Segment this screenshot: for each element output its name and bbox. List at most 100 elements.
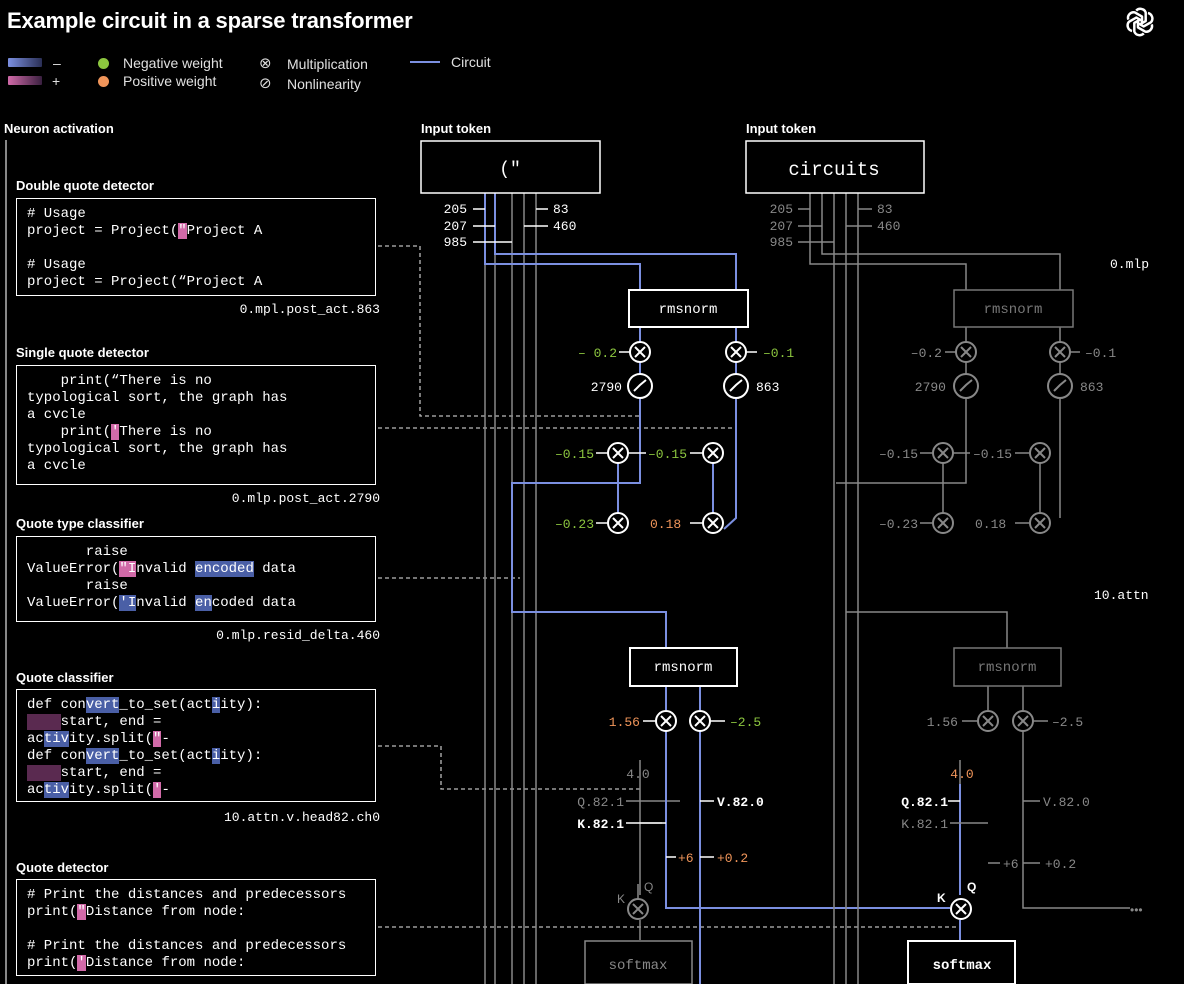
neuron-id-single-quote: 0.mlp.post_act.2790 (231, 491, 380, 506)
rmsnorm-label: rmsnorm (654, 660, 713, 676)
code-line: # Usage (27, 257, 86, 273)
weight-label: 0.18 (650, 517, 681, 532)
code-line: print("Distance from node: (27, 904, 246, 920)
weight-label: –0.2 (911, 346, 942, 361)
weight-label: 1.56 (609, 715, 640, 730)
legend-nonlinearity: Nonlinearity (287, 76, 361, 92)
rmsnorm-label: rmsnorm (659, 302, 718, 318)
activation-label: 2790 (915, 380, 946, 395)
softmax-box (907, 940, 1016, 984)
k-label: K (937, 891, 946, 905)
q-channel-label: Q.82.1 (901, 795, 948, 810)
code-sample-quote-type: raise ValueError("Invalid encoded data r… (16, 536, 376, 622)
nonlinearity-icon: ⊘ (259, 75, 272, 92)
weight-label: –2.5 (730, 715, 761, 730)
channel-label: 985 (770, 235, 793, 250)
channel-label: 83 (553, 202, 569, 217)
code-line: print(“There is no (27, 373, 212, 389)
weight-label: –0.1 (1085, 346, 1116, 361)
code-line: a cvcle (27, 407, 86, 423)
channel-label: 207 (770, 219, 793, 234)
weight-label: 1.56 (927, 715, 958, 730)
bias-label: +6 (1003, 857, 1019, 872)
q-label: Q (967, 880, 976, 894)
weight-label: 0.18 (975, 517, 1006, 532)
code-line: # Print the distances and predecessors (27, 938, 347, 954)
code-line: activity.split('- (27, 782, 170, 798)
code-line: project = Project("Project A (27, 223, 263, 239)
legend-multiplication: Multiplication (287, 56, 368, 72)
detector-title-quote-detector: Quote detector (16, 860, 109, 875)
softmax-label: softmax (609, 958, 668, 974)
channel-label: 985 (444, 235, 467, 250)
input-token-value: circuits (788, 159, 879, 181)
positive-gradient-swatch (8, 76, 42, 85)
channel-label: 207 (444, 219, 467, 234)
q-label: Q (644, 880, 653, 894)
negative-weight-dot-icon (98, 58, 109, 69)
q-channel-label: Q.82.1 (577, 795, 624, 810)
v-channel-label: V.82.0 (1043, 795, 1090, 810)
k-label: K (617, 892, 625, 906)
input-token-label: Input token (746, 121, 816, 136)
rmsnorm-box (629, 647, 738, 687)
code-sample-quote-classifier: def convert_to_set(actiity): start, end … (16, 689, 376, 802)
detector-title-quote-classifier: Quote classifier (16, 670, 114, 685)
code-line: a cvcle (27, 458, 86, 474)
rmsnorm-box (953, 289, 1074, 328)
channel-label: 205 (770, 202, 793, 217)
bias-label: +0.2 (717, 851, 748, 866)
right-circuit: 205 207 985 83 460 Input token circuits … (745, 121, 1143, 984)
code-sample-quote-detector: # Print the distances and predecessors p… (16, 879, 376, 976)
rmsnorm-label: rmsnorm (978, 660, 1037, 676)
input-token-box (745, 140, 925, 194)
code-sample-double-quote: # Usage project = Project("Project A # U… (16, 198, 376, 296)
neuron-activation-label: Neuron activation (4, 121, 114, 136)
code-line: ValueError('Invalid encoded data (27, 595, 296, 611)
legend-plus: + (52, 73, 61, 89)
weight-label: –0.15 (973, 447, 1012, 462)
input-token-box (420, 140, 601, 194)
layer-label-mlp: 0.mlp (1110, 257, 1149, 272)
legend-minus: – (53, 55, 61, 71)
weight-label: –0.15 (648, 447, 687, 462)
weight-label: – 0.2 (578, 346, 617, 361)
code-line: raise (27, 578, 128, 594)
neuron-id-quote-type: 0.mlp.resid_delta.460 (216, 628, 380, 643)
code-line: typological sort, the graph has (27, 390, 288, 406)
detector-title-double-quote: Double quote detector (16, 178, 154, 193)
negative-gradient-swatch (8, 58, 42, 67)
weight-label: –0.15 (879, 447, 918, 462)
softmax-box (584, 940, 693, 984)
weight-label: –0.15 (555, 447, 594, 462)
activation-label: 2790 (591, 380, 622, 395)
code-line: # Print the distances and predecessors (27, 887, 347, 903)
softmax-label: softmax (933, 958, 992, 974)
detector-title-quote-type: Quote type classifier (16, 516, 144, 531)
rmsnorm-label: rmsnorm (984, 302, 1043, 318)
continuation-ellipsis: ••• (1130, 903, 1143, 917)
code-line: # Usage (27, 206, 86, 222)
input-token-value: (" (499, 160, 521, 180)
code-line: print('There is no (27, 424, 212, 440)
code-line: start, end = (27, 714, 161, 730)
weight-label: –0.23 (555, 517, 594, 532)
multiplication-icon: ⊗ (259, 55, 272, 72)
code-line: typological sort, the graph has (27, 441, 288, 457)
circuit-line-swatch (410, 61, 440, 63)
layer-label-attn: 10.attn (1094, 588, 1149, 603)
k-channel-label: K.82.1 (577, 817, 624, 832)
legend-circuit: Circuit (451, 54, 491, 70)
code-line: print('Distance from node: (27, 955, 246, 971)
code-line: project = Project(“Project A (27, 274, 263, 290)
weight-label: –0.1 (763, 346, 794, 361)
code-line: def convert_to_set(actiity): (27, 748, 263, 764)
input-token-label: Input token (421, 121, 491, 136)
activation-label: 863 (756, 380, 779, 395)
bias-label: +0.2 (1045, 857, 1076, 872)
code-line: ValueError("Invalid encoded data (27, 561, 296, 577)
page-title: Example circuit in a sparse transformer (7, 8, 413, 33)
v-channel-label: V.82.0 (717, 795, 764, 810)
detector-title-single-quote: Single quote detector (16, 345, 149, 360)
channel-label: 83 (877, 202, 893, 217)
